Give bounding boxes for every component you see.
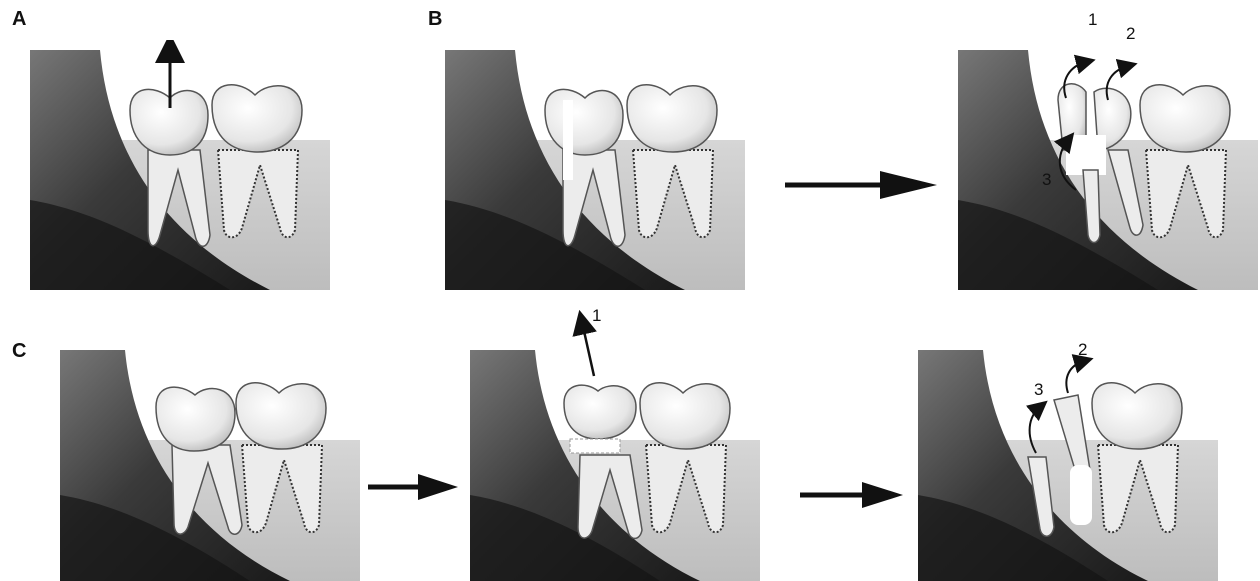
panel-c-result-illustration xyxy=(918,345,1218,581)
panel-c-middle-illustration xyxy=(470,345,760,581)
step-number-c-1: 1 xyxy=(592,306,601,326)
step-number-c-2: 2 xyxy=(1078,340,1087,360)
crown-separation-cut xyxy=(570,439,620,453)
flow-arrow-b xyxy=(785,168,940,202)
crown-gap xyxy=(1066,135,1106,175)
empty-socket xyxy=(1070,465,1092,525)
panel-label-a: A xyxy=(12,8,26,31)
flow-arrow-c-1 xyxy=(368,472,460,502)
panel-a-illustration xyxy=(30,40,340,290)
panel-c-start-illustration xyxy=(60,345,360,581)
flow-arrow-c-2 xyxy=(800,480,905,510)
panel-label-c: C xyxy=(12,340,26,363)
panel-label-b: B xyxy=(428,8,442,31)
curved-arrow-2 xyxy=(1066,361,1084,393)
step-number-b-3: 3 xyxy=(1042,170,1051,190)
section-cut xyxy=(563,100,573,180)
panel-b-start-illustration xyxy=(445,40,755,290)
step-number-b-2: 2 xyxy=(1126,24,1135,44)
step-number-b-1: 1 xyxy=(1088,10,1097,30)
panel-b-result-illustration xyxy=(958,40,1258,290)
step-number-c-3: 3 xyxy=(1034,380,1043,400)
